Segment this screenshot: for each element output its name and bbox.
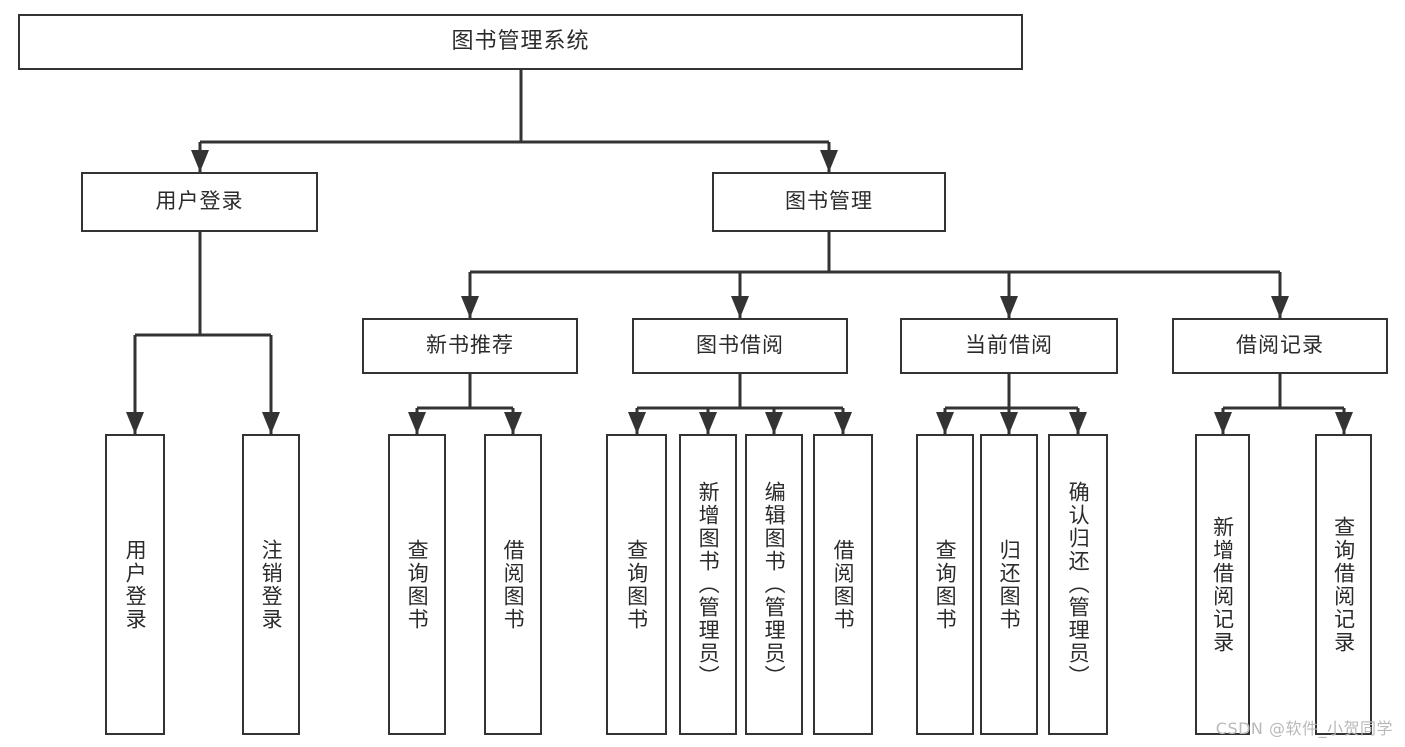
node-r_add[interactable]: 新增借阅记录 bbox=[1195, 434, 1250, 735]
node-bookmgmt[interactable]: 图书管理 bbox=[712, 172, 946, 232]
arrowhead-b_add-icon bbox=[699, 412, 717, 434]
node-label: 编辑图书（管理员） bbox=[762, 481, 787, 688]
node-b_query[interactable]: 查询图书 bbox=[606, 434, 667, 735]
node-b_edit[interactable]: 编辑图书（管理员） bbox=[745, 434, 803, 735]
arrowhead-b_query-icon bbox=[628, 412, 646, 434]
arrowhead-r_query-icon bbox=[1335, 412, 1353, 434]
node-n_query[interactable]: 查询图书 bbox=[388, 434, 446, 735]
arrowhead-n_query-icon bbox=[408, 412, 426, 434]
node-label: 新增借阅记录 bbox=[1210, 515, 1235, 654]
node-label: 借阅记录 bbox=[1236, 333, 1324, 358]
node-label: 图书管理 bbox=[785, 189, 873, 214]
node-label: 查询借阅记录 bbox=[1331, 515, 1356, 654]
node-l_logout[interactable]: 注销登录 bbox=[242, 434, 300, 735]
arrowhead-newbook-icon bbox=[461, 296, 479, 318]
arrowhead-bookmgmt-icon bbox=[820, 150, 838, 172]
arrowhead-c_return-icon bbox=[1000, 412, 1018, 434]
node-login[interactable]: 用户登录 bbox=[81, 172, 318, 232]
node-label: 确认归还（管理员） bbox=[1066, 481, 1091, 688]
node-b_lend[interactable]: 借阅图书 bbox=[813, 434, 873, 735]
node-records[interactable]: 借阅记录 bbox=[1172, 318, 1388, 374]
node-label: 当前借阅 bbox=[965, 333, 1053, 358]
arrowhead-borrow-icon bbox=[731, 296, 749, 318]
arrowhead-b_lend-icon bbox=[834, 412, 852, 434]
node-current[interactable]: 当前借阅 bbox=[900, 318, 1118, 374]
arrowhead-current-icon bbox=[1000, 296, 1018, 318]
arrowhead-l_logout-icon bbox=[262, 412, 280, 434]
node-label: 图书借阅 bbox=[696, 333, 784, 358]
node-c_confirm[interactable]: 确认归还（管理员） bbox=[1048, 434, 1108, 735]
arrowhead-c_query-icon bbox=[936, 412, 954, 434]
arrowhead-r_add-icon bbox=[1214, 412, 1232, 434]
node-label: 新增图书（管理员） bbox=[696, 481, 721, 688]
node-label: 借阅图书 bbox=[501, 538, 526, 631]
node-label: 查询图书 bbox=[624, 538, 649, 631]
arrowhead-l_login-icon bbox=[126, 412, 144, 434]
node-l_login[interactable]: 用户登录 bbox=[105, 434, 165, 735]
node-r_query[interactable]: 查询借阅记录 bbox=[1315, 434, 1372, 735]
node-c_return[interactable]: 归还图书 bbox=[980, 434, 1038, 735]
node-b_add[interactable]: 新增图书（管理员） bbox=[679, 434, 737, 735]
node-c_query[interactable]: 查询图书 bbox=[916, 434, 974, 735]
node-label: 借阅图书 bbox=[831, 538, 856, 631]
node-label: 用户登录 bbox=[155, 189, 244, 214]
arrowhead-login-icon bbox=[191, 150, 209, 172]
arrowhead-records-icon bbox=[1271, 296, 1289, 318]
node-label: 归还图书 bbox=[997, 538, 1022, 631]
node-label: 新书推荐 bbox=[426, 333, 514, 358]
node-borrow[interactable]: 图书借阅 bbox=[632, 318, 848, 374]
node-label: 用户登录 bbox=[123, 538, 148, 631]
watermark: CSDN @软件_小贺同学 bbox=[1215, 719, 1393, 738]
node-label: 图书管理系统 bbox=[451, 28, 590, 54]
arrowhead-n_borrow-icon bbox=[504, 412, 522, 434]
node-n_borrow[interactable]: 借阅图书 bbox=[484, 434, 542, 735]
node-newbook[interactable]: 新书推荐 bbox=[362, 318, 578, 374]
node-label: 查询图书 bbox=[933, 538, 958, 631]
arrowhead-b_edit-icon bbox=[765, 412, 783, 434]
node-label: 注销登录 bbox=[259, 538, 284, 631]
node-label: 查询图书 bbox=[405, 538, 430, 631]
arrowhead-c_confirm-icon bbox=[1069, 412, 1087, 434]
node-root[interactable]: 图书管理系统 bbox=[18, 14, 1023, 70]
